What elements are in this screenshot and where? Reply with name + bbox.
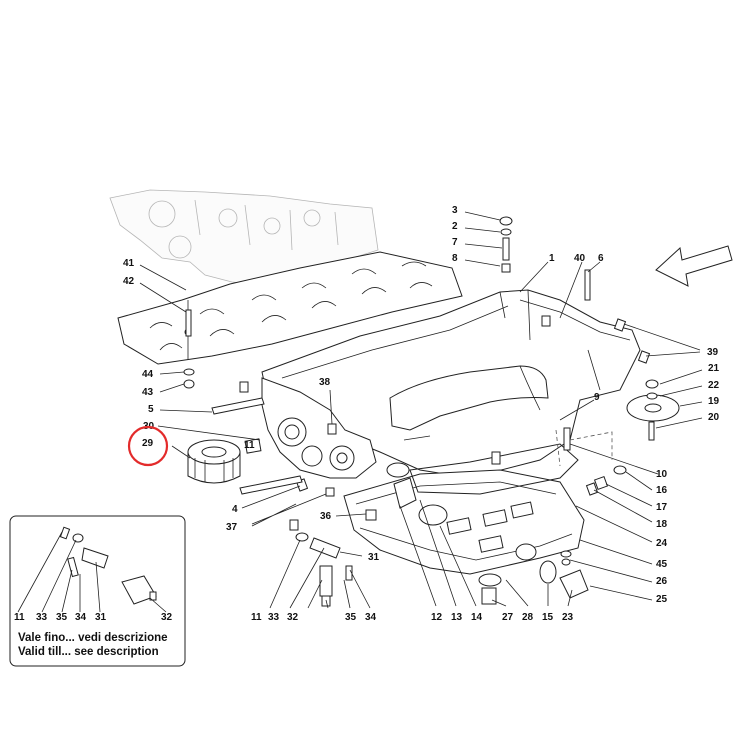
pump-sprocket <box>626 379 680 422</box>
fittings <box>289 462 589 607</box>
inset-note-italian: Vale fino... vedi descrizione <box>18 632 168 644</box>
reference-dashes <box>555 429 613 467</box>
callout-label: 29 <box>142 438 154 449</box>
callout-label: 26 <box>656 576 668 587</box>
callout-label: 31 <box>95 612 107 623</box>
callout-label: 42 <box>123 276 135 287</box>
callout-label: 33 <box>268 612 280 623</box>
callout-label: 39 <box>707 347 719 358</box>
callout-label: 5 <box>148 404 154 415</box>
callout-label: 41 <box>123 258 135 269</box>
callout-label: 44 <box>142 369 154 380</box>
oil-sump-lower <box>343 469 585 575</box>
highlight-circle <box>127 425 169 467</box>
callout-label: 13 <box>451 612 463 623</box>
callout-label: 32 <box>161 612 173 623</box>
callout-label: 31 <box>368 552 380 563</box>
fasteners <box>183 216 655 521</box>
callout-label: 18 <box>656 519 668 530</box>
callout-label: 9 <box>594 392 600 403</box>
callout-label: 17 <box>656 502 668 513</box>
callout-label: 25 <box>656 594 668 605</box>
callout-label: 8 <box>452 253 458 264</box>
callout-label: 36 <box>320 511 332 522</box>
callout-label: 33 <box>36 612 48 623</box>
arrow-left-outline-icon <box>655 245 733 287</box>
callout-label: 7 <box>452 237 458 248</box>
callout-label: 28 <box>522 612 534 623</box>
callout-label: 15 <box>542 612 554 623</box>
callout-label: 23 <box>562 612 574 623</box>
callout-label: 32 <box>287 612 299 623</box>
callout-label: 21 <box>708 363 720 374</box>
callout-label: 37 <box>226 522 238 533</box>
callout-label: 11 <box>244 440 255 451</box>
oil-filter <box>187 438 262 484</box>
callout-label: 27 <box>502 612 514 623</box>
callout-label: 3 <box>452 205 458 216</box>
callout-label: 16 <box>656 485 668 496</box>
oil-pump-housing <box>261 377 377 479</box>
callout-label: 35 <box>56 612 68 623</box>
callout-label: 14 <box>471 612 483 623</box>
callout-label: 45 <box>656 559 668 570</box>
callout-label: 20 <box>708 412 720 423</box>
callout-label: 40 <box>574 253 586 264</box>
oil-sump-upper <box>261 289 641 479</box>
callout-label: 1 <box>549 253 555 264</box>
callout-label: 11 <box>14 612 25 623</box>
callout-label: 19 <box>708 396 720 407</box>
leader-lines <box>139 211 703 609</box>
engine-block-ghost <box>109 189 379 286</box>
callout-label: 11 <box>251 612 262 623</box>
inset-note-english: Valid till... see description <box>18 646 159 658</box>
sump-gasket <box>409 443 579 495</box>
callout-label: 34 <box>365 612 377 623</box>
callout-label: 12 <box>431 612 443 623</box>
inset-panel <box>9 515 186 667</box>
callout-label: 34 <box>75 612 87 623</box>
callout-label: 4 <box>232 504 238 515</box>
callout-label: 22 <box>708 380 720 391</box>
callout-label: 6 <box>598 253 604 264</box>
callout-label: 38 <box>319 377 331 388</box>
callout-label: 24 <box>656 538 668 549</box>
callout-label: 10 <box>656 469 668 480</box>
callout-label: 43 <box>142 387 154 398</box>
callout-label: 2 <box>452 221 458 232</box>
callout-label: 35 <box>345 612 357 623</box>
bearing-girdle <box>117 251 463 365</box>
